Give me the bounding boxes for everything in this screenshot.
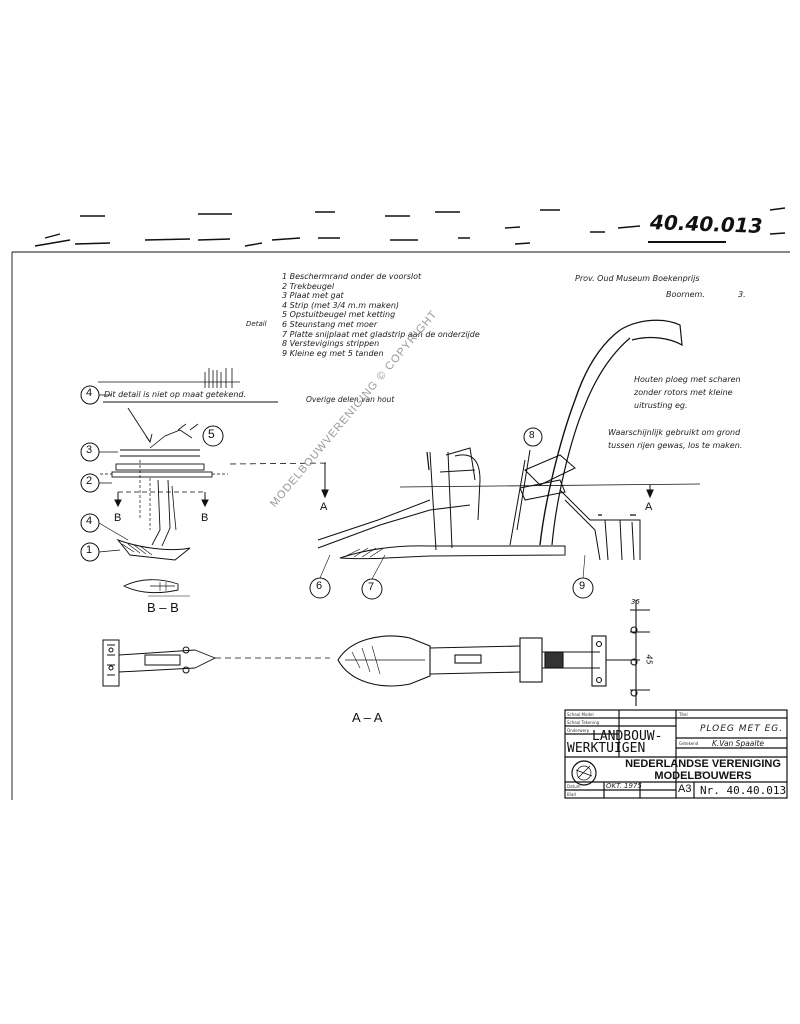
plough-side-view [229, 319, 701, 580]
tb-category-line2: WERKTUIGEN [567, 741, 646, 756]
museum-reference-line2: Boornem. [666, 290, 705, 299]
parts-group-label: Detail [246, 320, 267, 328]
tb-scale-drawing-label: Schaal Tekening [567, 720, 600, 725]
right-note-block1: Houten ploeg met scharen zonder rotors m… [634, 373, 741, 412]
tb-org-line1: NEDERLANDSE VERENIGING [625, 758, 781, 770]
parts-list-item: 3 Plaat met gat [282, 291, 344, 301]
tb-title: PLOEG MET EG. [700, 724, 784, 734]
parts-footer-note: Overige delen van hout [306, 395, 395, 404]
parts-list-item: 8 Verstevigings strippen [282, 339, 380, 349]
parts-list-item: 9 Kleine eg met 5 tanden [282, 348, 384, 358]
callout-4-top: 4 [86, 387, 93, 399]
tb-date-value: OKT. 1975 [606, 782, 642, 790]
tb-title-label: Titel [679, 712, 688, 717]
dimension-35: 35 [631, 598, 640, 606]
section-b-left: B [114, 512, 122, 524]
parts-list-item: 5 Opstuitbeugel met ketting [282, 310, 396, 320]
tb-sheet-label: Blad [567, 792, 576, 797]
callout-5: 5 [208, 427, 215, 441]
drawing-border [11, 251, 790, 800]
note-line: zonder rotors met kleine [634, 388, 733, 397]
callout-7: 7 [368, 581, 375, 593]
plan-view-left [102, 639, 330, 687]
right-note-block2: Waarschijnlijk gebruikt om grond tussen … [608, 426, 742, 452]
callout-8: 8 [529, 430, 535, 441]
detail-view-left [98, 368, 278, 597]
parts-list-item: 1 Beschermrand onder de voorslot [282, 272, 422, 281]
tb-drawn-by-label: Getekend [679, 741, 699, 746]
note-line: tussen rijen gewas, los te maken. [608, 441, 743, 450]
museum-reference-line3: 3. [738, 290, 746, 299]
callout-6: 6 [316, 580, 323, 592]
parts-list-item: 6 Steunstang met moer [282, 319, 378, 329]
section-a-left: A [320, 501, 328, 513]
drawing-number-stamp: 40.40.013 [649, 210, 763, 238]
parts-list-item: 4 Strip (met 3/4 m.m maken) [282, 300, 400, 310]
note-line: Houten ploeg met scharen [634, 375, 741, 384]
title-block-frame [564, 709, 788, 799]
parts-list-item: 7 Platte snijplaat met gladstrip aan de … [282, 329, 480, 339]
callout-9: 9 [579, 580, 586, 592]
parts-list: 1 Beschermrand onder de voorslot 2 Trekb… [282, 272, 480, 358]
dimension-45: 45 [644, 654, 654, 665]
tb-drawn-by: K.Van Spaalte [712, 739, 765, 748]
callout-3: 3 [86, 444, 93, 456]
tb-scale-model-label: Schaal Model [567, 712, 594, 717]
note-line: Waarschijnlijk gebruikt om grond [608, 428, 741, 437]
section-aa-label: A – A [352, 710, 383, 725]
tb-category-line1: LANDBOUW- [592, 729, 663, 744]
tb-org-line2: van [697, 770, 705, 775]
tb-org-line3: MODELBOUWERS [654, 770, 752, 782]
parts-list-item: 2 Trekbeugel [282, 281, 335, 291]
museum-reference-line1: Prov. Oud Museum Boekenprijs [575, 274, 700, 283]
section-a-right: A [645, 501, 653, 513]
tb-number: Nr. 40.40.013 [700, 784, 787, 797]
section-bb-label: B – B [147, 600, 179, 615]
detail-note: Dit detail is niet op maat getekend. [104, 390, 247, 399]
callout-2: 2 [86, 475, 93, 487]
top-edge-fragments [34, 207, 786, 247]
note-line: uitrusting eg. [634, 401, 688, 410]
callout-1: 1 [86, 544, 93, 556]
plan-view-aa [337, 600, 650, 706]
tb-date-label: Datum [567, 784, 581, 789]
stamp-underline [648, 241, 726, 243]
callout-4: 4 [86, 515, 93, 527]
section-b-right: B [201, 512, 209, 524]
tb-format: A3 [678, 783, 692, 795]
tb-subject-label: Onderwerp [567, 728, 590, 733]
